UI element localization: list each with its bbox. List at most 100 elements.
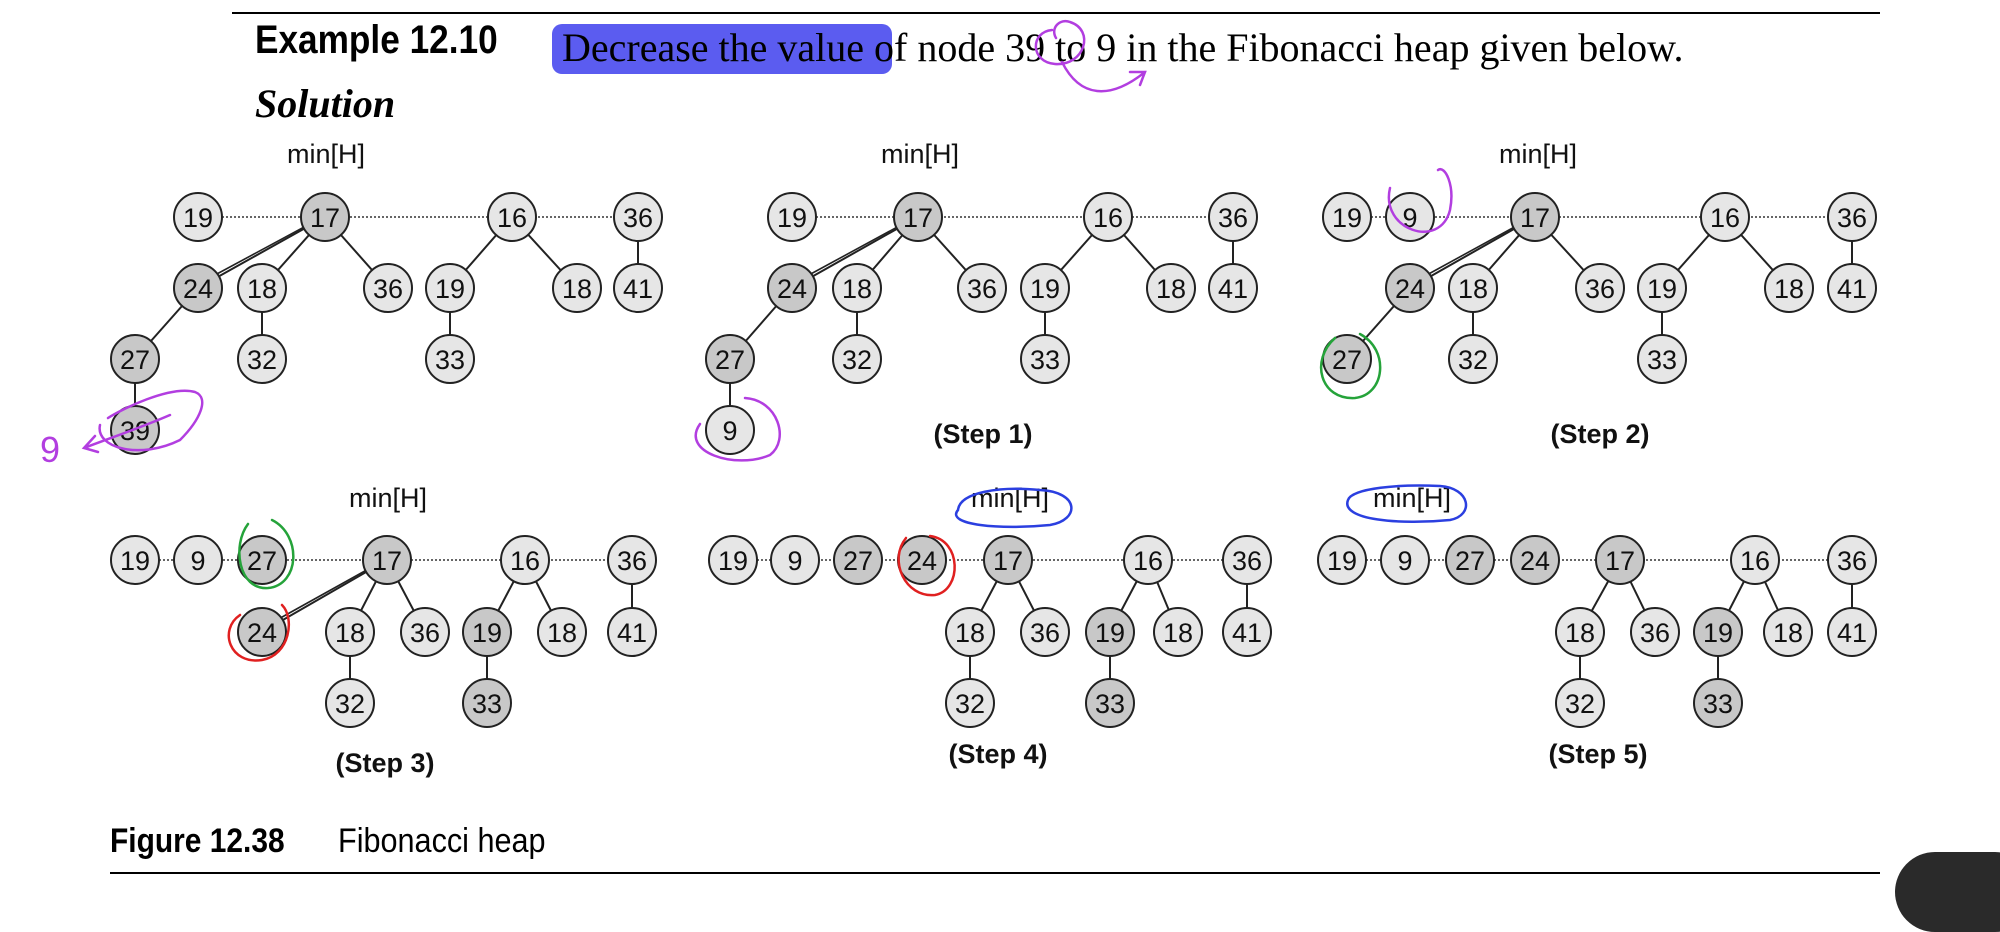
node-circle [1448, 263, 1498, 313]
node-circle [1827, 263, 1877, 313]
root-node: 19 [708, 535, 758, 585]
node-circle [1222, 535, 1272, 585]
annotations-layer: 9 [40, 19, 1468, 662]
node-circle [237, 334, 287, 384]
child-node: 33 [1020, 334, 1070, 384]
child-node: 33 [425, 334, 475, 384]
root-node: 17 [300, 192, 350, 242]
node-circle [832, 263, 882, 313]
min-pointer-label: min[H] [971, 483, 1049, 513]
node-circle [767, 263, 817, 313]
root-node: 36 [1208, 192, 1258, 242]
node-circle [1146, 263, 1196, 313]
child-node: 27 [1322, 334, 1372, 384]
node-27-green-circle [1319, 332, 1382, 400]
node-label: 33 [1647, 345, 1677, 375]
node-label: 36 [410, 618, 440, 648]
figure-label: Figure 12.38 [110, 822, 285, 860]
node-label: 19 [1332, 203, 1362, 233]
node-circle [1827, 607, 1877, 657]
child-node: 19 [462, 607, 512, 657]
child-node: 41 [1827, 607, 1877, 657]
root-node: 17 [362, 535, 412, 585]
child-node: 41 [1222, 607, 1272, 657]
node-label: 36 [1585, 274, 1615, 304]
node-circle [1222, 607, 1272, 657]
node-circle [613, 192, 663, 242]
node-circle [1085, 607, 1135, 657]
node-circle [1020, 263, 1070, 313]
node-label: 27 [843, 546, 873, 576]
node-label: 27 [120, 345, 150, 375]
node-label: 27 [247, 546, 277, 576]
node-circle [957, 263, 1007, 313]
node-label: 19 [1095, 618, 1125, 648]
node-circle [1448, 334, 1498, 384]
root-node: 16 [500, 535, 550, 585]
child-node: 41 [1208, 263, 1258, 313]
node-label: 41 [623, 274, 653, 304]
node-circle [1510, 192, 1560, 242]
child-node: 18 [325, 607, 375, 657]
node-label: 41 [1837, 274, 1867, 304]
node-label: 19 [1703, 618, 1733, 648]
root-node: 16 [1700, 192, 1750, 242]
root-node: 9 [173, 535, 223, 585]
node-circle [1637, 263, 1687, 313]
node-label: 16 [1710, 203, 1740, 233]
root-node: 24 [897, 535, 947, 585]
node-label: 19 [472, 618, 502, 648]
node-label: 36 [1640, 618, 1670, 648]
node-label: 18 [842, 274, 872, 304]
node-label: 18 [562, 274, 592, 304]
node-label: 19 [777, 203, 807, 233]
node-label: 33 [435, 345, 465, 375]
root-node: 19 [110, 535, 160, 585]
node-label: 18 [1773, 618, 1803, 648]
node-label: 27 [1455, 546, 1485, 576]
step-label: (Step 5) [1548, 739, 1647, 769]
child-node: 27 [705, 334, 755, 384]
node-circle [1385, 263, 1435, 313]
node-label: 36 [617, 546, 647, 576]
child-node: 18 [1146, 263, 1196, 313]
child-node: 33 [1693, 678, 1743, 728]
child-node: 24 [1385, 263, 1435, 313]
child-node: 19 [1637, 263, 1687, 313]
child-node: 18 [537, 607, 587, 657]
node-circle [425, 263, 475, 313]
node-circle [173, 535, 223, 585]
node-circle [462, 678, 512, 728]
child-node: 32 [1448, 334, 1498, 384]
node-label: 32 [955, 689, 985, 719]
root-node: 19 [1317, 535, 1367, 585]
root-node: 17 [1595, 535, 1645, 585]
node-circle [237, 535, 287, 585]
node-circle [1827, 192, 1877, 242]
child-node: 32 [237, 334, 287, 384]
step-label: (Step 4) [948, 739, 1047, 769]
node-circle [1380, 535, 1430, 585]
root-node: 17 [983, 535, 1033, 585]
title-arrow [1060, 60, 1147, 93]
node-24-red-circle [227, 603, 290, 662]
node-39-circle [98, 389, 204, 452]
node-circle [325, 678, 375, 728]
node-label: 32 [842, 345, 872, 375]
child-node: 36 [957, 263, 1007, 313]
node-circle [1020, 334, 1070, 384]
child-node: 24 [767, 263, 817, 313]
node-circle [425, 334, 475, 384]
node-circle [325, 607, 375, 657]
child-node: 36 [363, 263, 413, 313]
min-pointer-label: min[H] [1499, 139, 1577, 169]
node-circle [1693, 678, 1743, 728]
node-circle [832, 334, 882, 384]
node-circle [708, 535, 758, 585]
solution-heading: Solution [255, 81, 396, 126]
node-circle [613, 263, 663, 313]
node-label: 36 [1837, 203, 1867, 233]
node-circle [767, 192, 817, 242]
child-node: 32 [832, 334, 882, 384]
